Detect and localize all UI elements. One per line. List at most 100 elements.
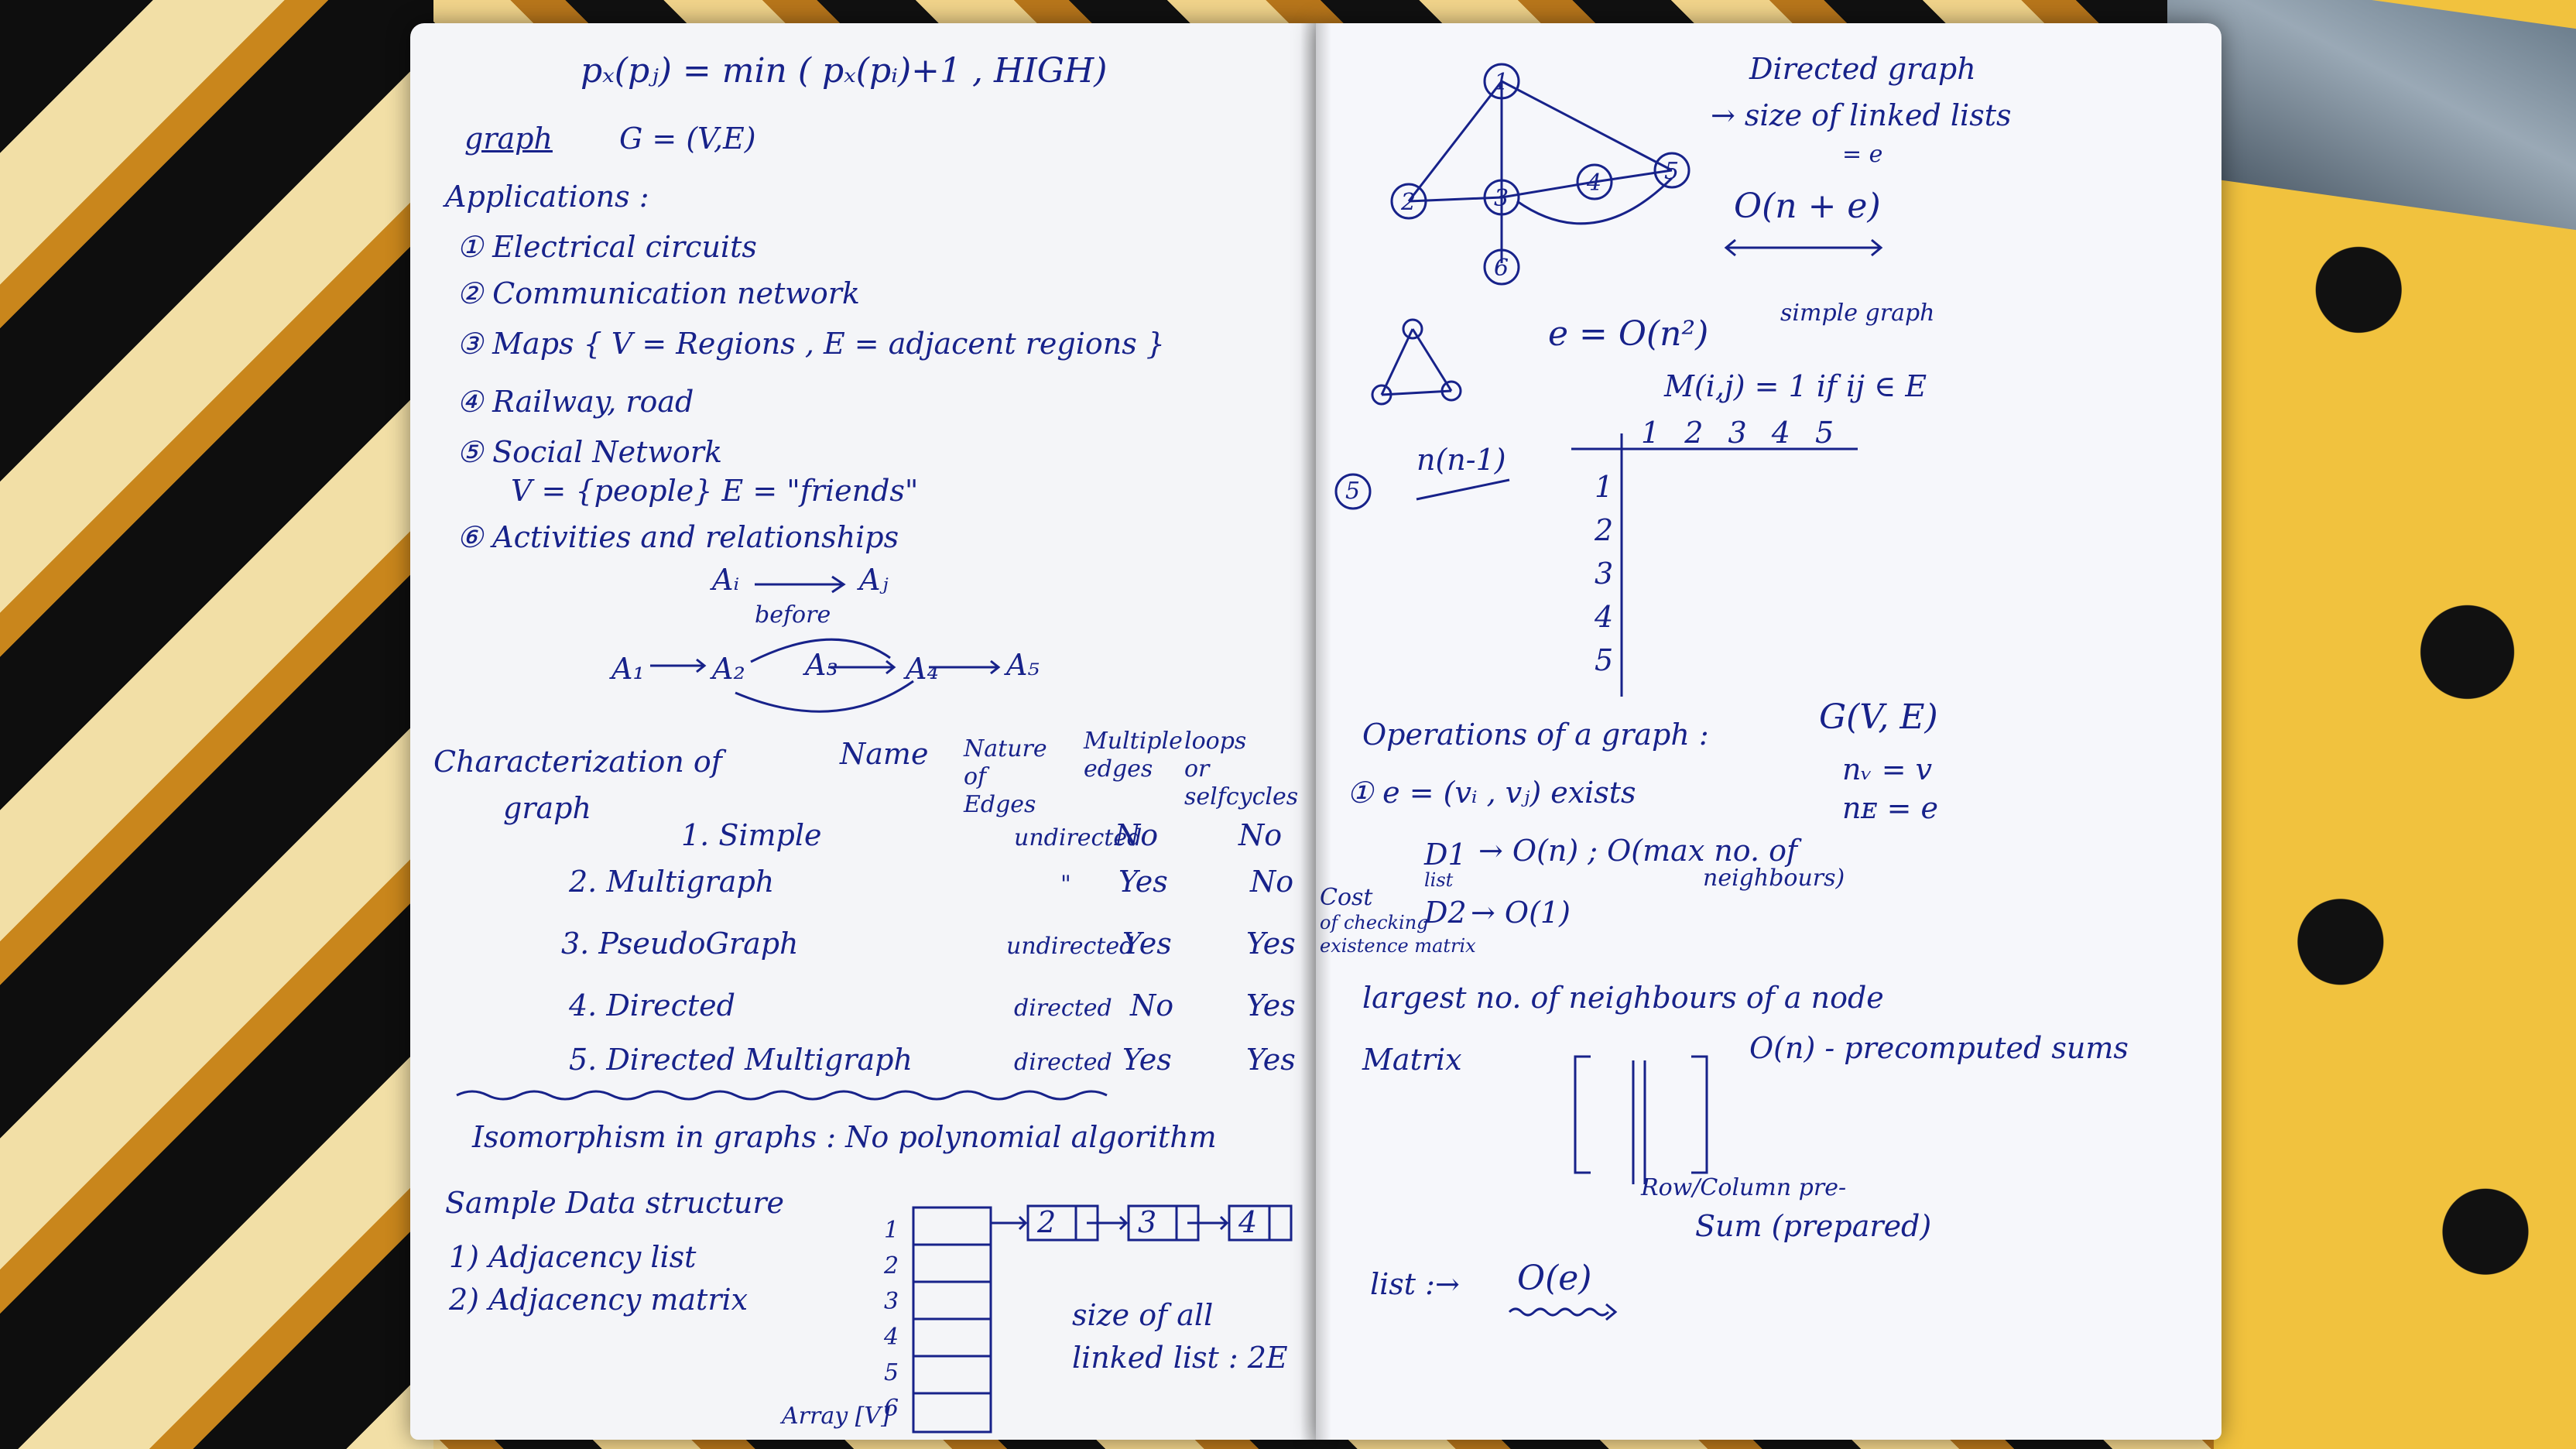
linked-node: 3 <box>1138 1205 1157 1239</box>
matrix-row-label: 1 <box>1595 470 1614 504</box>
linked-node: 4 <box>1238 1205 1258 1239</box>
application-item: ③ Maps { V = Regions , E = adjacent regi… <box>457 327 1165 361</box>
gutter-shadow <box>1300 23 1331 1440</box>
triangle-graph <box>1371 318 1462 406</box>
application-item: ④ Railway, road <box>457 385 694 419</box>
array-index: 6 <box>884 1395 899 1422</box>
activity-to: Aⱼ <box>859 563 889 597</box>
array-index: 1 <box>884 1217 899 1244</box>
activity-from: Aᵢ <box>712 563 740 597</box>
chain-node: A₁ <box>611 652 645 686</box>
graph-heading: graph <box>464 122 553 156</box>
table-cell-nature: undirected <box>1006 933 1135 960</box>
graph-node-label: 2 <box>1401 189 1416 216</box>
directed-note: Directed graph <box>1749 52 1976 86</box>
table-cell-nature: directed <box>1014 995 1112 1022</box>
table-cell-nature: undirected <box>1014 824 1142 851</box>
array-index: 4 <box>884 1324 899 1351</box>
ne: nᴇ = e <box>1842 791 1938 825</box>
matrix-row-label: 5 <box>1595 643 1614 677</box>
linked-size-note: size of all <box>1072 1298 1214 1332</box>
chain-node: A₄ <box>906 652 939 686</box>
matrix-bracket <box>1574 1055 1708 1184</box>
table-cell-multiple: Yes <box>1122 927 1172 961</box>
graph-diagram <box>1390 63 1690 286</box>
nv: nᵥ = v <box>1842 752 1933 786</box>
chain-node: A₅ <box>1006 648 1040 682</box>
circled-five-label: 5 <box>1345 478 1361 505</box>
table-cell-multiple: No <box>1130 988 1174 1023</box>
graph-def: G = (V,E) <box>619 122 756 156</box>
matrix-def: M(i,j) = 1 if ij ∈ E <box>1664 369 1927 403</box>
table-cell-name: 1. Simple <box>681 818 822 852</box>
graph-node-label: 1 <box>1494 69 1509 96</box>
d2-cost: → O(1) <box>1471 896 1571 930</box>
array-index: 3 <box>884 1288 899 1315</box>
simple-graph-label: simple graph <box>1780 300 1935 327</box>
d1-sub: list <box>1424 869 1454 891</box>
operations-heading: Operations of a graph : <box>1362 718 1709 752</box>
d1-cost: → O(n) ; O(max no. of <box>1478 834 1798 868</box>
table-cell-nature: " <box>1060 871 1071 898</box>
application-item: ① Electrical circuits <box>457 230 757 264</box>
application-item: ② Communication network <box>457 276 860 310</box>
array-index: 5 <box>884 1359 899 1386</box>
cost-note-2: of checking <box>1320 912 1429 933</box>
array-index: 2 <box>884 1252 899 1279</box>
application-item: ⑤ Social Network <box>457 435 722 469</box>
e-bound: e = O(n²) <box>1548 314 1709 354</box>
right-page: 1 2 3 4 5 6 Directed graph → size of lin… <box>1316 23 2221 1440</box>
table-cell-nature: directed <box>1014 1049 1112 1076</box>
characterization-heading-2: graph <box>503 791 591 825</box>
table-cell-name: 4. Directed <box>569 988 735 1023</box>
table-cell-name: 2. Multigraph <box>569 865 775 899</box>
circled-five <box>1334 473 1372 510</box>
n-expr-underline <box>1416 478 1510 501</box>
matrix-row-label: 2 <box>1595 513 1614 547</box>
linked-list-diagram <box>991 1204 1293 1242</box>
cost-note-3: existence matrix <box>1320 935 1476 957</box>
chain-node: A₃ <box>805 648 838 682</box>
complexity-arrow <box>1724 238 1883 257</box>
matrix-cols: 1 2 3 4 5 <box>1641 416 1842 450</box>
sample-ds-item: 1) Adjacency list <box>449 1240 697 1274</box>
array-diagram <box>912 1206 992 1434</box>
notebook: pₓ(pⱼ) = min ( pₓ(pᵢ)+1 , HIGH) graph G … <box>410 23 2221 1440</box>
graph-node-label: 5 <box>1664 158 1680 185</box>
linked-size-note-2: linked list : 2E <box>1072 1341 1288 1375</box>
wavy-divider <box>456 1090 1108 1101</box>
application-item: V = {people} E = "friends" <box>511 474 919 508</box>
fabric-right-pattern <box>2214 0 2576 1449</box>
activity-caption: before <box>755 601 831 629</box>
chain-arrows <box>650 638 1001 713</box>
table-cell-loops: Yes <box>1246 927 1296 961</box>
matrix-axes <box>1571 433 1858 697</box>
d1: D1 <box>1424 838 1467 872</box>
cost-note: Cost <box>1320 884 1373 911</box>
activity-arrow <box>755 575 846 594</box>
table-cell-loops: No <box>1250 865 1294 899</box>
table-cell-multiple: Yes <box>1118 865 1168 899</box>
fabric-left-pattern <box>0 0 433 1449</box>
directed-note-2: → size of linked lists <box>1711 98 2012 132</box>
d1-cost-2: neighbours) <box>1703 865 1845 892</box>
formula: pₓ(pⱼ) = min ( pₓ(pᵢ)+1 , HIGH) <box>581 51 1108 91</box>
matrix-row-label: 4 <box>1595 600 1614 634</box>
left-page: pₓ(pⱼ) = min ( pₓ(pᵢ)+1 , HIGH) graph G … <box>410 23 1316 1440</box>
graph-node-label: 4 <box>1587 170 1602 197</box>
graph-node-label: 3 <box>1494 185 1509 212</box>
n-expression: n(n-1) <box>1416 443 1506 477</box>
largest-neighbours: largest no. of neighbours of a node <box>1362 981 1884 1015</box>
g-ve: G(V, E) <box>1819 697 1938 737</box>
graph-node-label: 6 <box>1494 255 1509 282</box>
table-cell-multiple: Yes <box>1122 1043 1172 1077</box>
matrix-word: Matrix <box>1362 1043 1462 1077</box>
chain-node: A₂ <box>712 652 745 686</box>
col-header-name: Name <box>840 737 929 771</box>
table-cell-multiple: No <box>1115 818 1159 852</box>
sum-prepared: Sum (prepared) <box>1695 1209 1932 1243</box>
matrix-row-label: 3 <box>1595 557 1614 591</box>
sample-ds-item: 2) Adjacency matrix <box>449 1283 748 1317</box>
list-cost: O(e) <box>1517 1259 1592 1298</box>
operation-1: ① e = (vᵢ , vⱼ) exists <box>1347 776 1636 810</box>
